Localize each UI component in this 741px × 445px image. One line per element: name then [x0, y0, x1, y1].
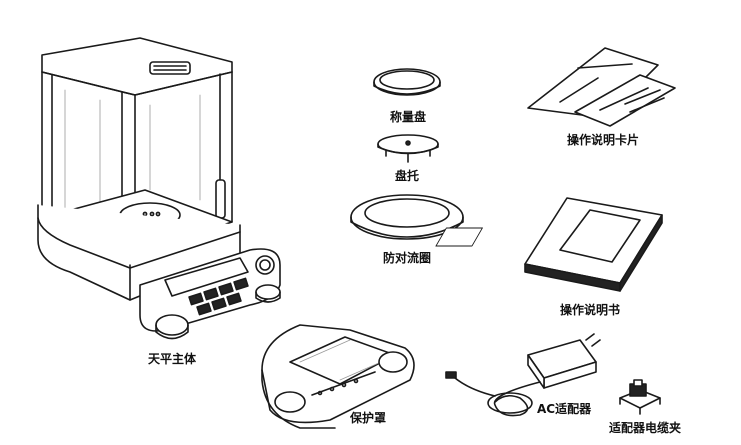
- protective-cover-illustration: [261, 324, 415, 429]
- pan-holder-illustration: [377, 134, 439, 163]
- balance-body-illustration: [37, 37, 281, 340]
- balance-body-label: 天平主体: [148, 352, 197, 366]
- protective-cover-label: 保护罩: [350, 411, 387, 425]
- draft-ring-label: 防对流圈: [383, 251, 432, 265]
- instruction-manual-label: 操作说明书: [560, 303, 621, 317]
- instruction-card-illustration: [527, 47, 676, 127]
- ac-adapter-illustration: [445, 333, 601, 417]
- instruction-manual-illustration: [435, 197, 663, 292]
- instruction-card-label: 操作说明卡片: [567, 133, 640, 147]
- draft-ring-illustration: [350, 194, 464, 240]
- weighing-pan-label: 称量盘: [390, 110, 427, 124]
- adapter-clip-label: 适配器电缆夹: [609, 421, 682, 435]
- pan-holder-label: 盘托: [395, 169, 420, 183]
- adapter-clip-illustration: [619, 379, 661, 415]
- ac-adapter-label: AC适配器: [537, 402, 592, 416]
- weighing-pan-illustration: [373, 68, 441, 96]
